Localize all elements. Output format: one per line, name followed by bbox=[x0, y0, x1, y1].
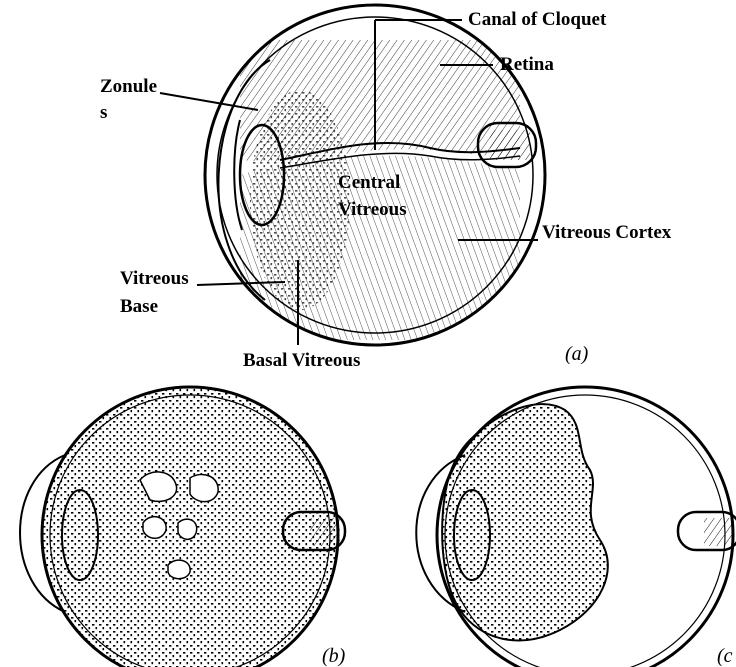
label-vitreous-base-line1: Vitreous bbox=[120, 268, 189, 289]
eye-diagram-b: (b) bbox=[20, 385, 346, 667]
label-zonules-line2: s bbox=[100, 102, 107, 123]
label-retina: Retina bbox=[500, 54, 554, 75]
label-central-vitreous-line1: Central bbox=[338, 172, 400, 193]
label-zonules-line1: Zonule bbox=[100, 76, 157, 97]
label-vitreous-base-line2: Base bbox=[120, 296, 158, 317]
label-central-vitreous-line2: Vitreous bbox=[338, 199, 407, 220]
label-vitreous-cortex: Vitreous Cortex bbox=[542, 222, 672, 243]
panel-label-c: (c bbox=[717, 645, 733, 667]
liquefaction-pocket bbox=[178, 519, 197, 539]
liquefied-vitreous-body bbox=[40, 385, 340, 667]
liquefaction-pocket bbox=[190, 474, 218, 501]
panel-label-a: (a) bbox=[565, 343, 589, 365]
label-canal-of-cloquet: Canal of Cloquet bbox=[468, 9, 607, 30]
label-basal-vitreous: Basal Vitreous bbox=[243, 350, 360, 371]
liquefaction-pocket bbox=[143, 517, 166, 539]
eye-diagram-c: (c bbox=[416, 387, 736, 667]
detached-vitreous-mass bbox=[442, 404, 608, 640]
eye-diagram-a: Canal of Cloquet Retina Zonule s Central… bbox=[100, 5, 672, 371]
panel-label-b: (b) bbox=[322, 645, 346, 667]
liquefaction-pocket bbox=[168, 560, 190, 579]
